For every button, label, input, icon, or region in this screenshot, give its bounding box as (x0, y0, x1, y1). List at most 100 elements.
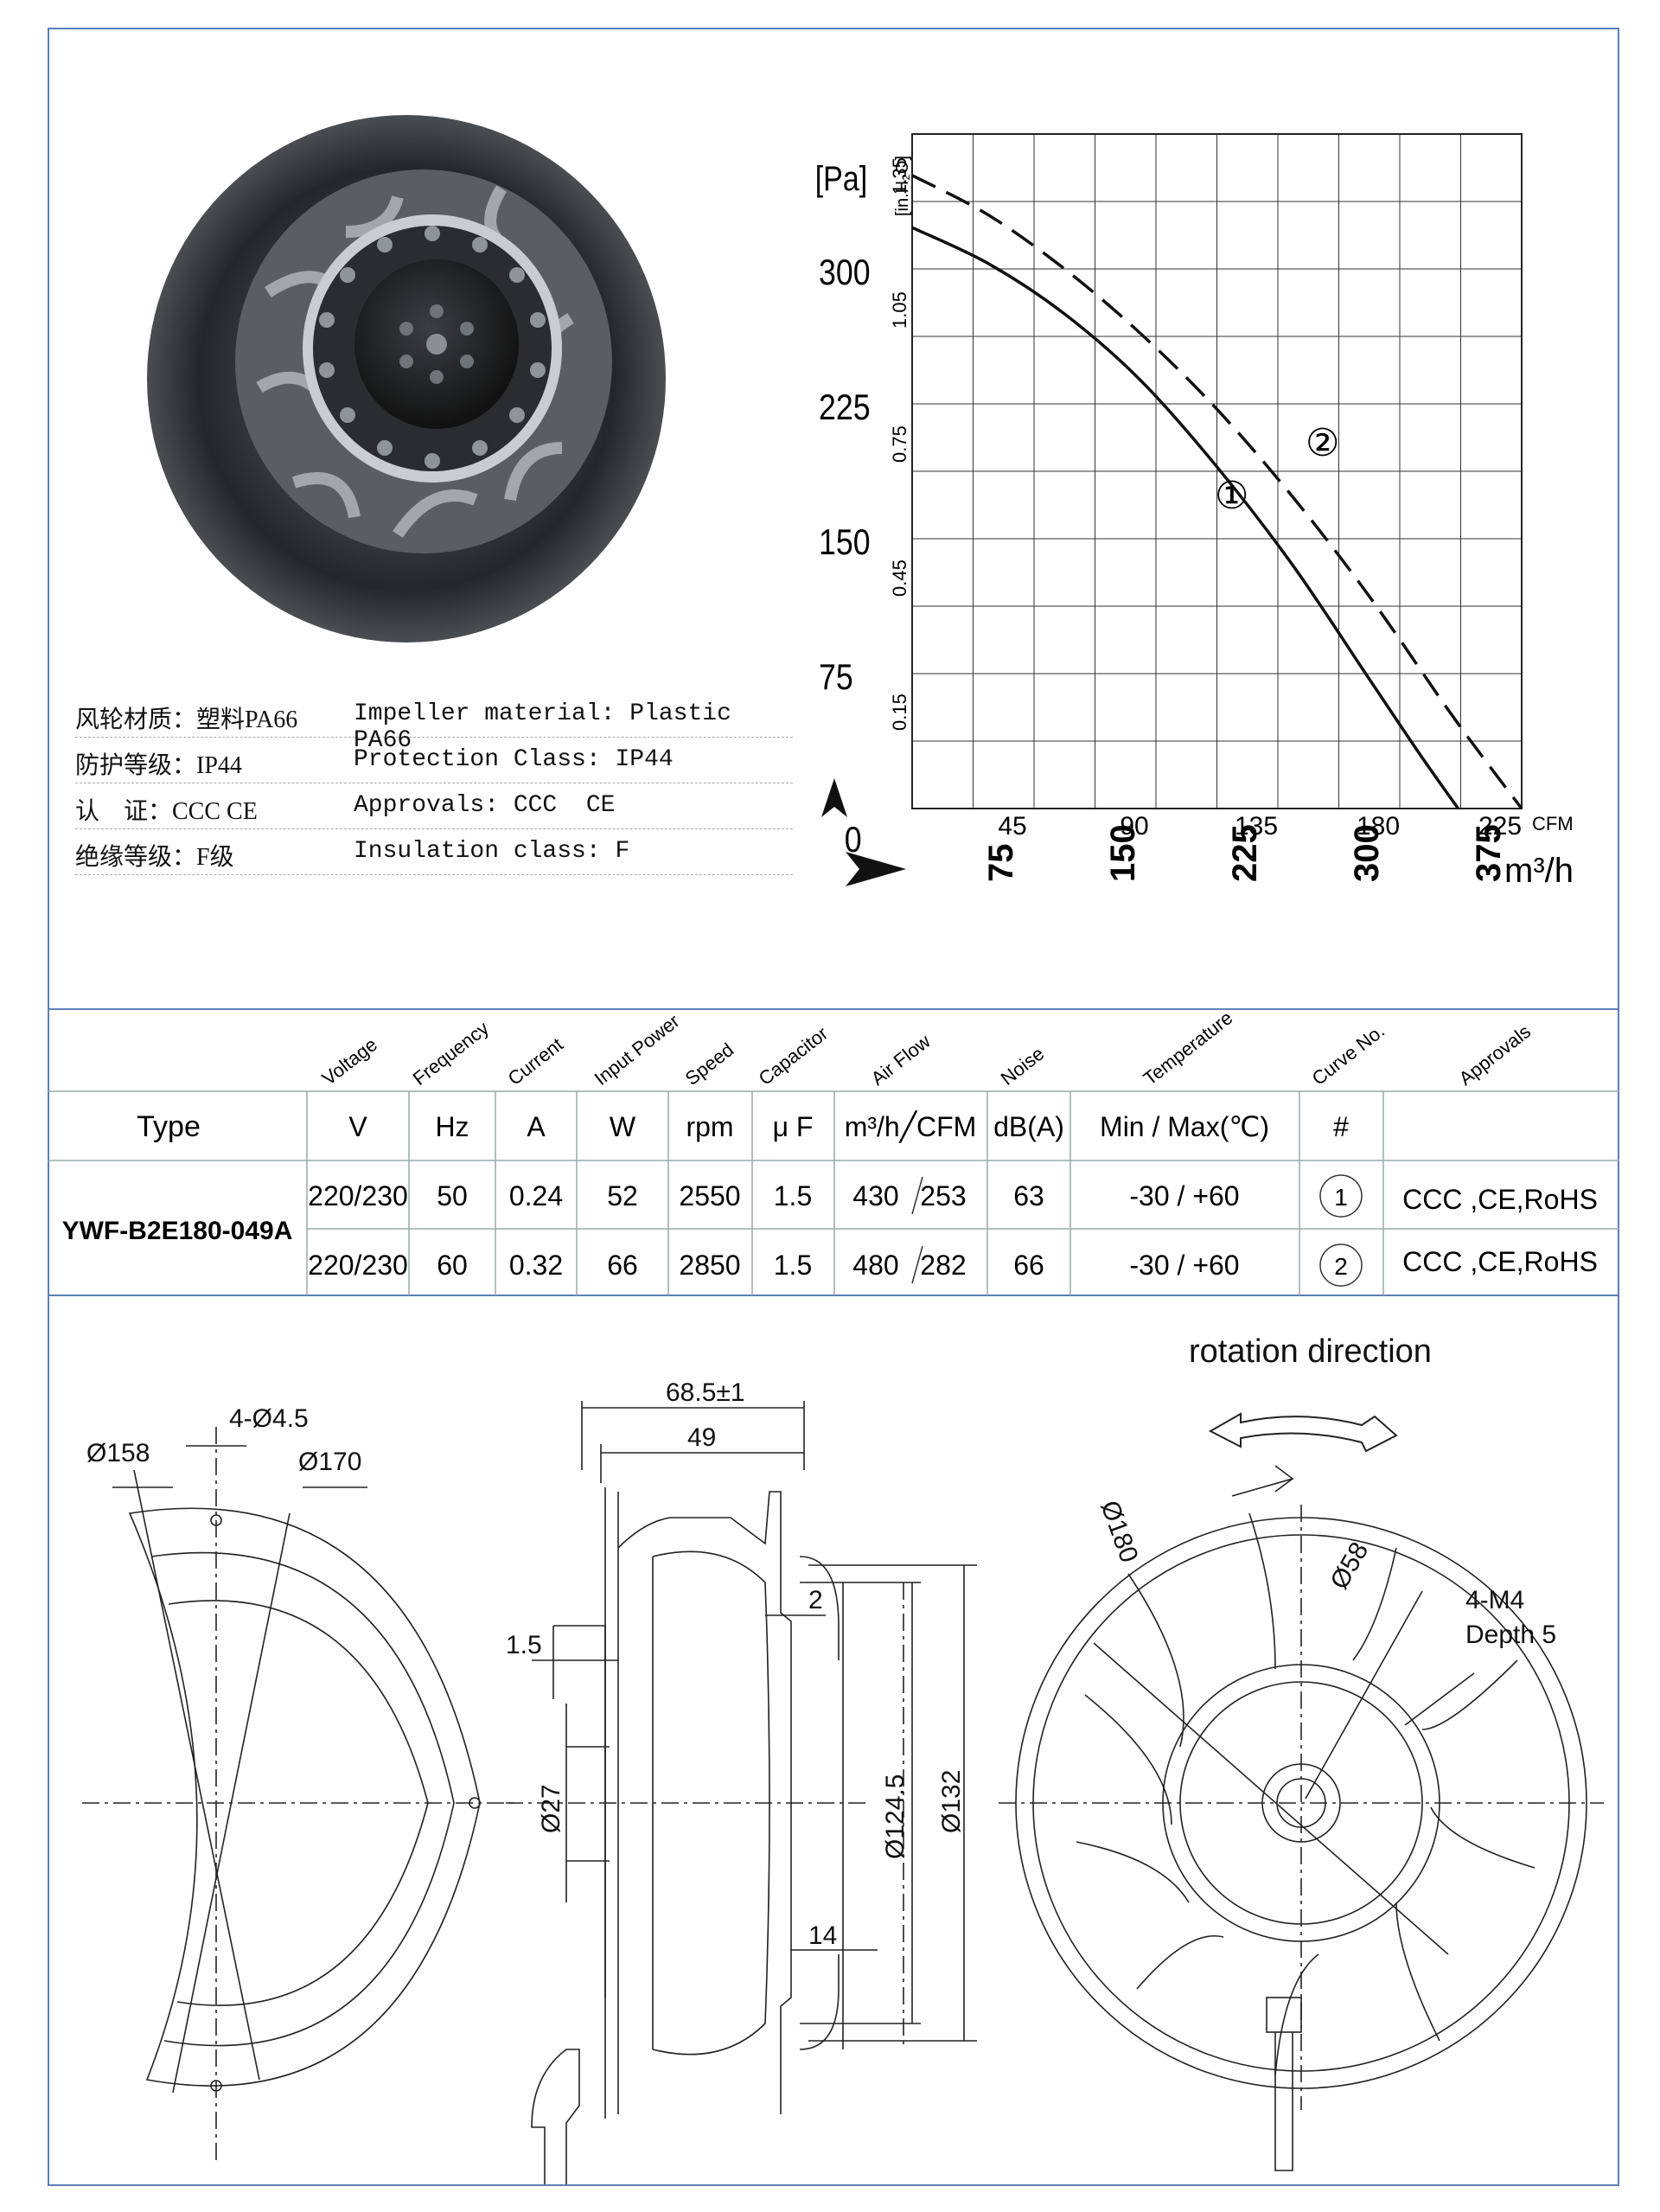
header-capacitor: Capacitor (755, 1022, 833, 1090)
dim-d180: Ø180 (1095, 1497, 1143, 1566)
y2-tick-label: 1.35 (889, 157, 910, 195)
section-view-drawing (506, 1401, 977, 2184)
x-cfm-tick-label: 45 (998, 812, 1026, 841)
separator-top (48, 1008, 1619, 1010)
unit-v: V (348, 1111, 367, 1142)
unit-uf: μ F (773, 1111, 814, 1142)
header-noise: Noise (997, 1043, 1049, 1090)
y-tick-label: 75 (819, 657, 853, 697)
y2-unit: [in.H₂O] (893, 156, 912, 216)
spec-en: Protection Class: IP44 (354, 746, 674, 773)
series-label-2: ② (1306, 422, 1339, 464)
spec-cn: 认 证：CCC CE (75, 798, 258, 825)
x-cfm-tick-label: 90 (1120, 812, 1148, 841)
fan-photo (147, 115, 666, 643)
y2-tick-label: 0.15 (889, 694, 910, 731)
unit-hz: Hz (435, 1111, 469, 1142)
spec-table: Voltage Frequency Current Input Power Sp… (48, 1008, 1619, 1295)
cell-voltage: 220/230 (308, 1250, 408, 1281)
rotation-direction-title: rotation direction (1189, 1333, 1432, 1370)
header-frequency: Frequency (409, 1017, 493, 1090)
performance-chart: [Pa] [in.H₂O] 300 225 150 75 0 1.35 1.05 0.75 0… (815, 133, 1574, 890)
x-m3h-unit: m³/h (1504, 852, 1574, 890)
unit-a: A (527, 1111, 546, 1142)
y2-tick-label: 1.05 (889, 291, 910, 329)
y-unit: [Pa] (815, 158, 867, 197)
dim-1-5: 1.5 (506, 1631, 542, 1659)
x-m3h-tick-label: 75 (982, 844, 1020, 883)
dim-68-5: 68.5±1 (666, 1378, 745, 1407)
cell-flow-cfm: 282 (920, 1250, 966, 1281)
header-air-flow: Air Flow (867, 1030, 935, 1090)
plot-frame (911, 133, 1523, 809)
x-m3h-tick-label: 375 (1470, 824, 1508, 882)
spec-en: Approvals: CCC CE (354, 792, 616, 819)
dim-d58: Ø58 (1325, 1538, 1374, 1595)
y-tick-label: 300 (819, 253, 871, 292)
header-approvals: Approvals (1455, 1020, 1535, 1090)
dim-holes: 4-Ø4.5 (229, 1404, 309, 1433)
dim-4-m4: 4-M4 (1465, 1586, 1524, 1614)
spec-cn: 防护等级：IP44 (75, 752, 242, 779)
unit-type: Type (137, 1110, 201, 1143)
cell-speed: 2550 (679, 1180, 740, 1211)
cell-speed: 2850 (679, 1250, 740, 1281)
cell-voltage: 220/230 (308, 1180, 408, 1211)
spec-en: Impeller material: Plastic PA66 (354, 700, 731, 754)
header-curve-no: Curve No. (1308, 1020, 1389, 1090)
header-voltage: Voltage (318, 1033, 381, 1090)
header-input-power: Input Power (591, 1010, 684, 1090)
unit-db: dB(A) (993, 1111, 1064, 1142)
spec-row: 认 证：CCC CE Approvals: CCC CE (75, 783, 793, 829)
series-line-1 (911, 226, 1459, 810)
x-cfm-tick-label: 180 (1357, 812, 1400, 841)
cell-temp: -30 / +60 (1129, 1250, 1239, 1281)
dim-d158: Ø158 (86, 1439, 150, 1467)
x-m3h-tick-label: 300 (1348, 824, 1386, 882)
cell-curve: 2 (1334, 1253, 1348, 1280)
front-view-drawing (999, 1465, 1604, 2171)
side-view-drawing (82, 1427, 514, 2162)
cell-current: 0.32 (509, 1250, 563, 1281)
cell-power: 66 (607, 1250, 638, 1281)
series-line-2 (911, 174, 1523, 810)
rotation-arrow-icon (1208, 1412, 1398, 1453)
separator-bottom (48, 1295, 1619, 1296)
chart-grid (912, 134, 1522, 809)
x-cfm-unit: CFM (1532, 813, 1574, 834)
cell-noise: 63 (1013, 1180, 1044, 1211)
header-temperature: Temperature (1140, 1008, 1237, 1090)
cell-flow-m3h: 430 (852, 1180, 898, 1211)
series-label-1: ① (1215, 475, 1248, 517)
dim-depth: Depth 5 (1465, 1621, 1556, 1649)
cell-current: 0.24 (509, 1180, 563, 1211)
y-tick-label: 150 (819, 522, 871, 562)
dim-d27: Ø27 (537, 1784, 565, 1833)
cell-curve: 1 (1334, 1184, 1348, 1211)
page-frame (48, 28, 1619, 2186)
unit-temp: Min / Max(℃) (1100, 1111, 1269, 1142)
spec-cn: 风轮材质：塑料PA66 (75, 706, 298, 733)
dim-d124-5: Ø124.5 (881, 1774, 910, 1859)
cell-power: 52 (607, 1180, 638, 1211)
unit-w: W (610, 1111, 636, 1142)
y-tick-label: 225 (819, 387, 871, 427)
cell-freq: 60 (437, 1250, 468, 1281)
x-cfm-tick-label: 225 (1478, 812, 1522, 841)
y-tick-label: 0 (845, 820, 862, 860)
cell-approvals: CCC ,CE,RoHS (1402, 1246, 1598, 1277)
y2-tick-label: 0.45 (889, 559, 910, 597)
cell-approvals: CCC ,CE,RoHS (1402, 1184, 1598, 1215)
dim-2: 2 (808, 1586, 823, 1614)
header-current: Current (504, 1033, 567, 1090)
dim-d132: Ø132 (937, 1770, 966, 1833)
spec-row: 风轮材质：塑料PA66 Impeller material: Plastic P… (75, 692, 793, 754)
dim-d170: Ø170 (298, 1448, 361, 1476)
spec-row: 防护等级：IP44 Protection Class: IP44 (75, 738, 793, 783)
cell-flow-cfm: 253 (920, 1180, 966, 1211)
spec-cn: 绝缘等级：F级 (75, 844, 234, 871)
cell-temp: -30 / +60 (1129, 1180, 1239, 1211)
dim-49: 49 (687, 1423, 716, 1452)
y2-tick-label: 0.75 (889, 425, 910, 463)
header-speed: Speed (681, 1039, 738, 1090)
